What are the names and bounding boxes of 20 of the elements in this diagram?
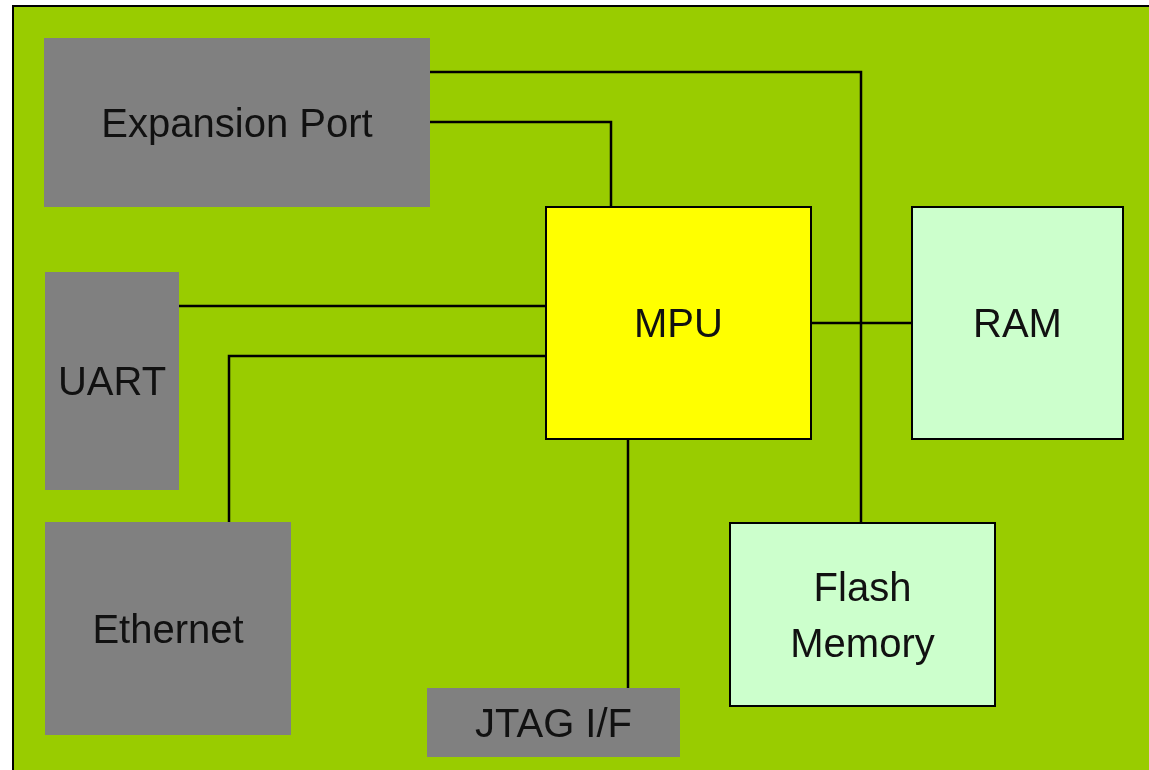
port-box	[44, 38, 430, 207]
memory-box	[729, 522, 996, 707]
connector-line	[227, 354, 545, 522]
box-label: Ethernet	[92, 605, 244, 653]
connector-line	[626, 440, 630, 688]
connector-line	[430, 120, 613, 206]
box-label: JTAG I/F	[475, 699, 632, 747]
box-label: MPU	[634, 300, 723, 347]
interface-box	[427, 688, 680, 757]
processor-box	[545, 206, 812, 440]
interface-box	[45, 522, 291, 735]
connector-line	[430, 70, 863, 522]
connector-line	[812, 321, 911, 325]
box-label: Expansion Port	[101, 99, 373, 147]
box-label: Flash Memory	[789, 563, 936, 667]
connector-line	[179, 304, 545, 308]
box-label: UART	[57, 358, 167, 405]
interface-box	[45, 272, 179, 490]
box-label: RAM	[973, 300, 1062, 347]
memory-box	[911, 206, 1124, 440]
